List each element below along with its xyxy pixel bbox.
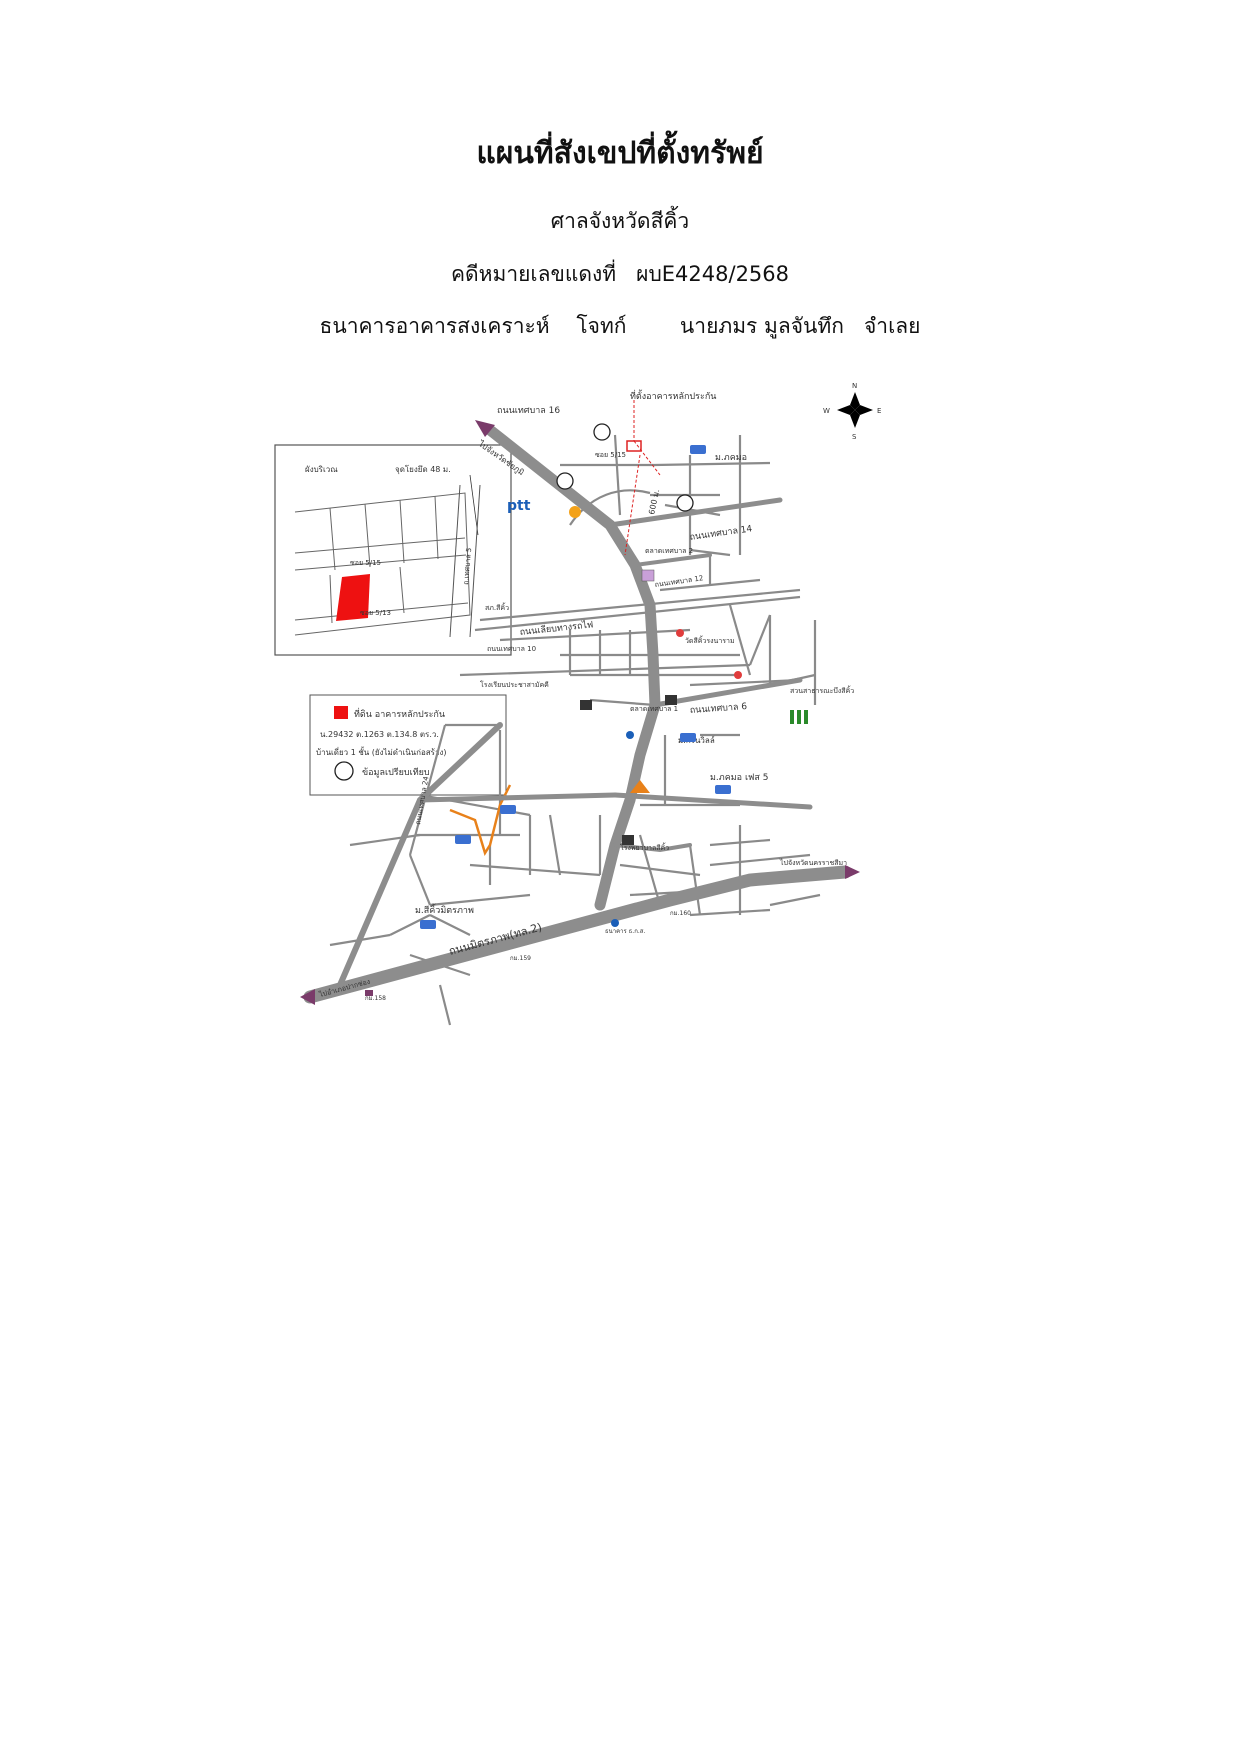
building-icon [580,700,592,710]
arrow-west-icon [300,989,315,1005]
label-police: สภ.สีคิ้ว [485,601,509,612]
inset-soi-upper: ซอย 5/15 [350,559,381,567]
village-icon [690,445,706,454]
inset-control-point: จุดโยงยึด 48 ม. [395,464,451,474]
label-road-10: ถนนเทศบาล 10 [487,645,536,653]
compass-n: N [852,382,857,390]
ptt-logo: ptt [507,498,531,514]
asset-location-marker [626,440,642,452]
label-km-158: กม.158 [365,995,386,1002]
building-icon [665,695,677,705]
label-road-6: ถนนเทศบาล 6 [690,702,748,716]
legend: ที่ดิน อาคารหลักประกัน น.29432 ต.1263 ต.… [309,694,507,796]
village-icon [455,835,471,844]
legend-asset-swatch [334,706,348,719]
label-hospital: โรงพยาบาลสีคิ้ว [620,841,669,852]
inset-scale-label: ผังบริเวณ [305,465,338,474]
fuel-station-icon [569,506,581,518]
label-village-green: ม.กรีนวิลล์ [678,735,715,745]
hospital-icon [622,835,634,845]
legend-house: บ้านเดี่ยว 1 ชั้น (ยังไม่ดำเนินก่อสร้าง) [316,746,446,757]
compare-point-2-icon [556,472,574,490]
arrow-east-icon [845,865,860,879]
inset-map: ผังบริเวณ จุดโยงยึด 48 ม. ซอย 5/15 ซอย 5… [274,444,512,656]
route-orange [449,784,512,856]
major-roads [303,424,852,1004]
label-village-siam: ม.สีคิ้วมิตรภาพ [415,903,474,916]
poi-icons [365,445,808,996]
pin-icon [365,990,373,996]
label-village-khamo: ม.ภคมอ [715,453,747,463]
defendant-role: จำเลย [863,314,921,338]
label-road-16: ถนนเทศบาล 16 [497,406,560,416]
plaintiff-role: โจทก์ [576,314,627,338]
compare-point-1-icon [593,423,611,441]
case-number: ผบE4248/2568 [636,262,790,286]
legend-compare-circle-icon [334,761,354,781]
arrow-northwest-icon [475,420,495,437]
court-name: ศาลจังหวัดสีคิ้ว [550,209,690,233]
case-line: คดีหมายเลขแดงที่ ผบE4248/2568 [0,258,1240,291]
inset-asset-parcel [336,574,370,621]
label-to-korat: ไปจังหวัดนครราชสีมา [779,858,847,867]
compare-markers [556,423,694,512]
inset-road-side: ถ.เทศบาล 5 [462,547,473,585]
compass-w: W [823,407,830,415]
legend-deed: น.29432 ต.1263 ต.134.8 ตร.ว. [320,730,439,739]
village-icon [500,805,516,814]
market-icon [641,569,655,582]
label-market-2: ตลาดเทศบาล 2 [645,547,693,555]
label-road-14: ถนนเทศบาล 14 [689,524,753,543]
bank-icon [611,919,619,927]
compass-e: E [877,407,881,415]
label-soi: ซอย 5/15 [595,451,626,459]
bank-icon [626,731,634,739]
page-title: แผนที่สังเขปที่ตั้งทรัพย์ [476,136,764,171]
case-label: คดีหมายเลขแดงที่ [450,262,617,286]
village-icon [715,785,731,794]
label-market-1: ตลาดเทศบาล 1 [630,705,678,713]
label-village-khamo5: ม.ภคมอ เฟส 5 [710,773,768,783]
park-tree-icon [790,710,808,724]
compass-icon: N S E W [823,382,881,441]
inset-soi-lower: ซอย 5/13 [360,609,391,617]
label-wat: วัดสีคิ้วรงนาราม [685,634,735,645]
label-park: สวนสาธารณะบึงสีคิ้ว [790,684,854,695]
location-map: N S E W ผังบริเวณ จุดโยงยึด 48 ม. ซอย 5/… [274,382,881,1026]
temple-icon [734,671,742,679]
compare-point-3-icon [676,494,694,512]
village-icon [680,733,696,742]
temple-icon [676,629,684,637]
compass-s: S [852,433,857,441]
legend-asset: ที่ดิน อาคารหลักประกัน [354,707,445,720]
village-icon [420,920,436,929]
legend-compare: ข้อมูลเปรียบเทียบ [362,767,430,778]
fire-station-icon [630,780,650,793]
label-school: โรงเรียนประชาสามัคคี [480,680,549,689]
parties-line: ธนาคารอาคารสงเคราะห์ โจทก์ นายภมร มูลจัน… [0,310,1240,343]
label-km-159: กม.159 [510,955,531,962]
plaintiff-name: ธนาคารอาคารสงเคราะห์ [319,314,550,338]
label-bank: ธนาคาร ธ.ก.ส. [605,928,645,935]
label-km-160: กม.160 [670,910,691,917]
defendant-name: นายภมร มูลจันทึก [679,314,844,338]
asset-location-label: ที่ตั้งอาคารหลักประกัน [630,389,716,402]
